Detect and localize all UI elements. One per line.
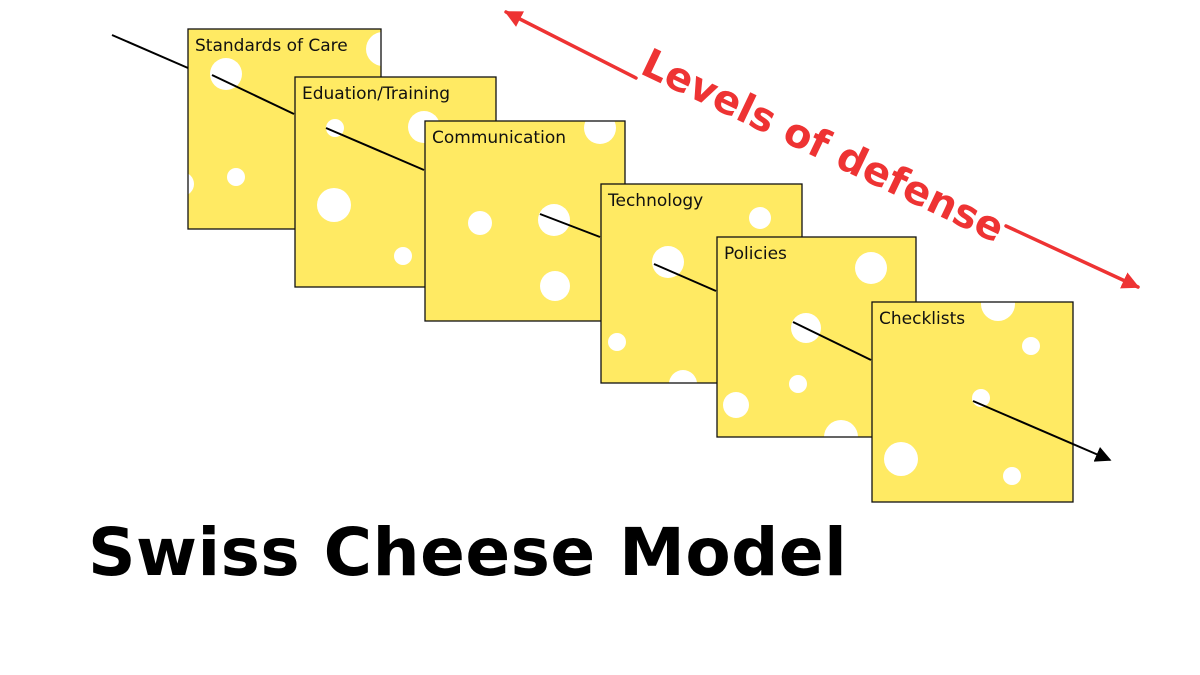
cheese-hole [326, 119, 344, 137]
cheese-hole [749, 207, 771, 229]
hazard-trajectory-segment [325, 127, 425, 171]
model-title: Swiss Cheese Model [88, 514, 848, 591]
cheese-hole [210, 58, 242, 90]
hazard-trajectory-segment [211, 74, 295, 115]
cheese-hole [652, 246, 684, 278]
slice-label: Communication [432, 128, 566, 148]
cheese-slice: Communication [424, 120, 626, 322]
cheese-hole [723, 392, 749, 418]
cheese-slice: Checklists [871, 301, 1074, 503]
hazard-trajectory-segment [111, 34, 189, 69]
slice-label: Policies [724, 244, 787, 264]
hazard-trajectory-segment [653, 263, 717, 292]
cheese-hole [789, 375, 807, 393]
cheese-hole [227, 168, 245, 186]
hazard-trajectory-segment [792, 321, 872, 361]
defense-arrow-lower [1004, 224, 1140, 289]
cheese-hole [608, 333, 626, 351]
cheese-hole [394, 247, 412, 265]
cheese-hole [366, 32, 381, 66]
cheese-hole [824, 420, 858, 437]
slice-label: Technology [607, 191, 703, 211]
cheese-hole [584, 121, 616, 144]
slice-label: Checklists [879, 309, 965, 329]
cheese-hole [1003, 467, 1021, 485]
cheese-hole [884, 442, 918, 476]
hazard-trajectory-segment [972, 400, 1112, 462]
defense-arrow-upper [504, 10, 638, 80]
cheese-hole [981, 302, 1015, 321]
cheese-hole [540, 271, 570, 301]
cheese-hole [468, 211, 492, 235]
cheese-hole [188, 173, 194, 195]
cheese-hole [317, 188, 351, 222]
cheese-slice-border [871, 301, 1074, 503]
slice-label: Standards of Care [195, 36, 348, 56]
slice-label: Eduation/Training [302, 84, 450, 104]
cheese-hole [855, 252, 887, 284]
cheese-hole [669, 370, 697, 383]
hazard-trajectory-segment [539, 213, 601, 238]
cheese-slice-body [425, 121, 625, 321]
cheese-hole [1022, 337, 1040, 355]
